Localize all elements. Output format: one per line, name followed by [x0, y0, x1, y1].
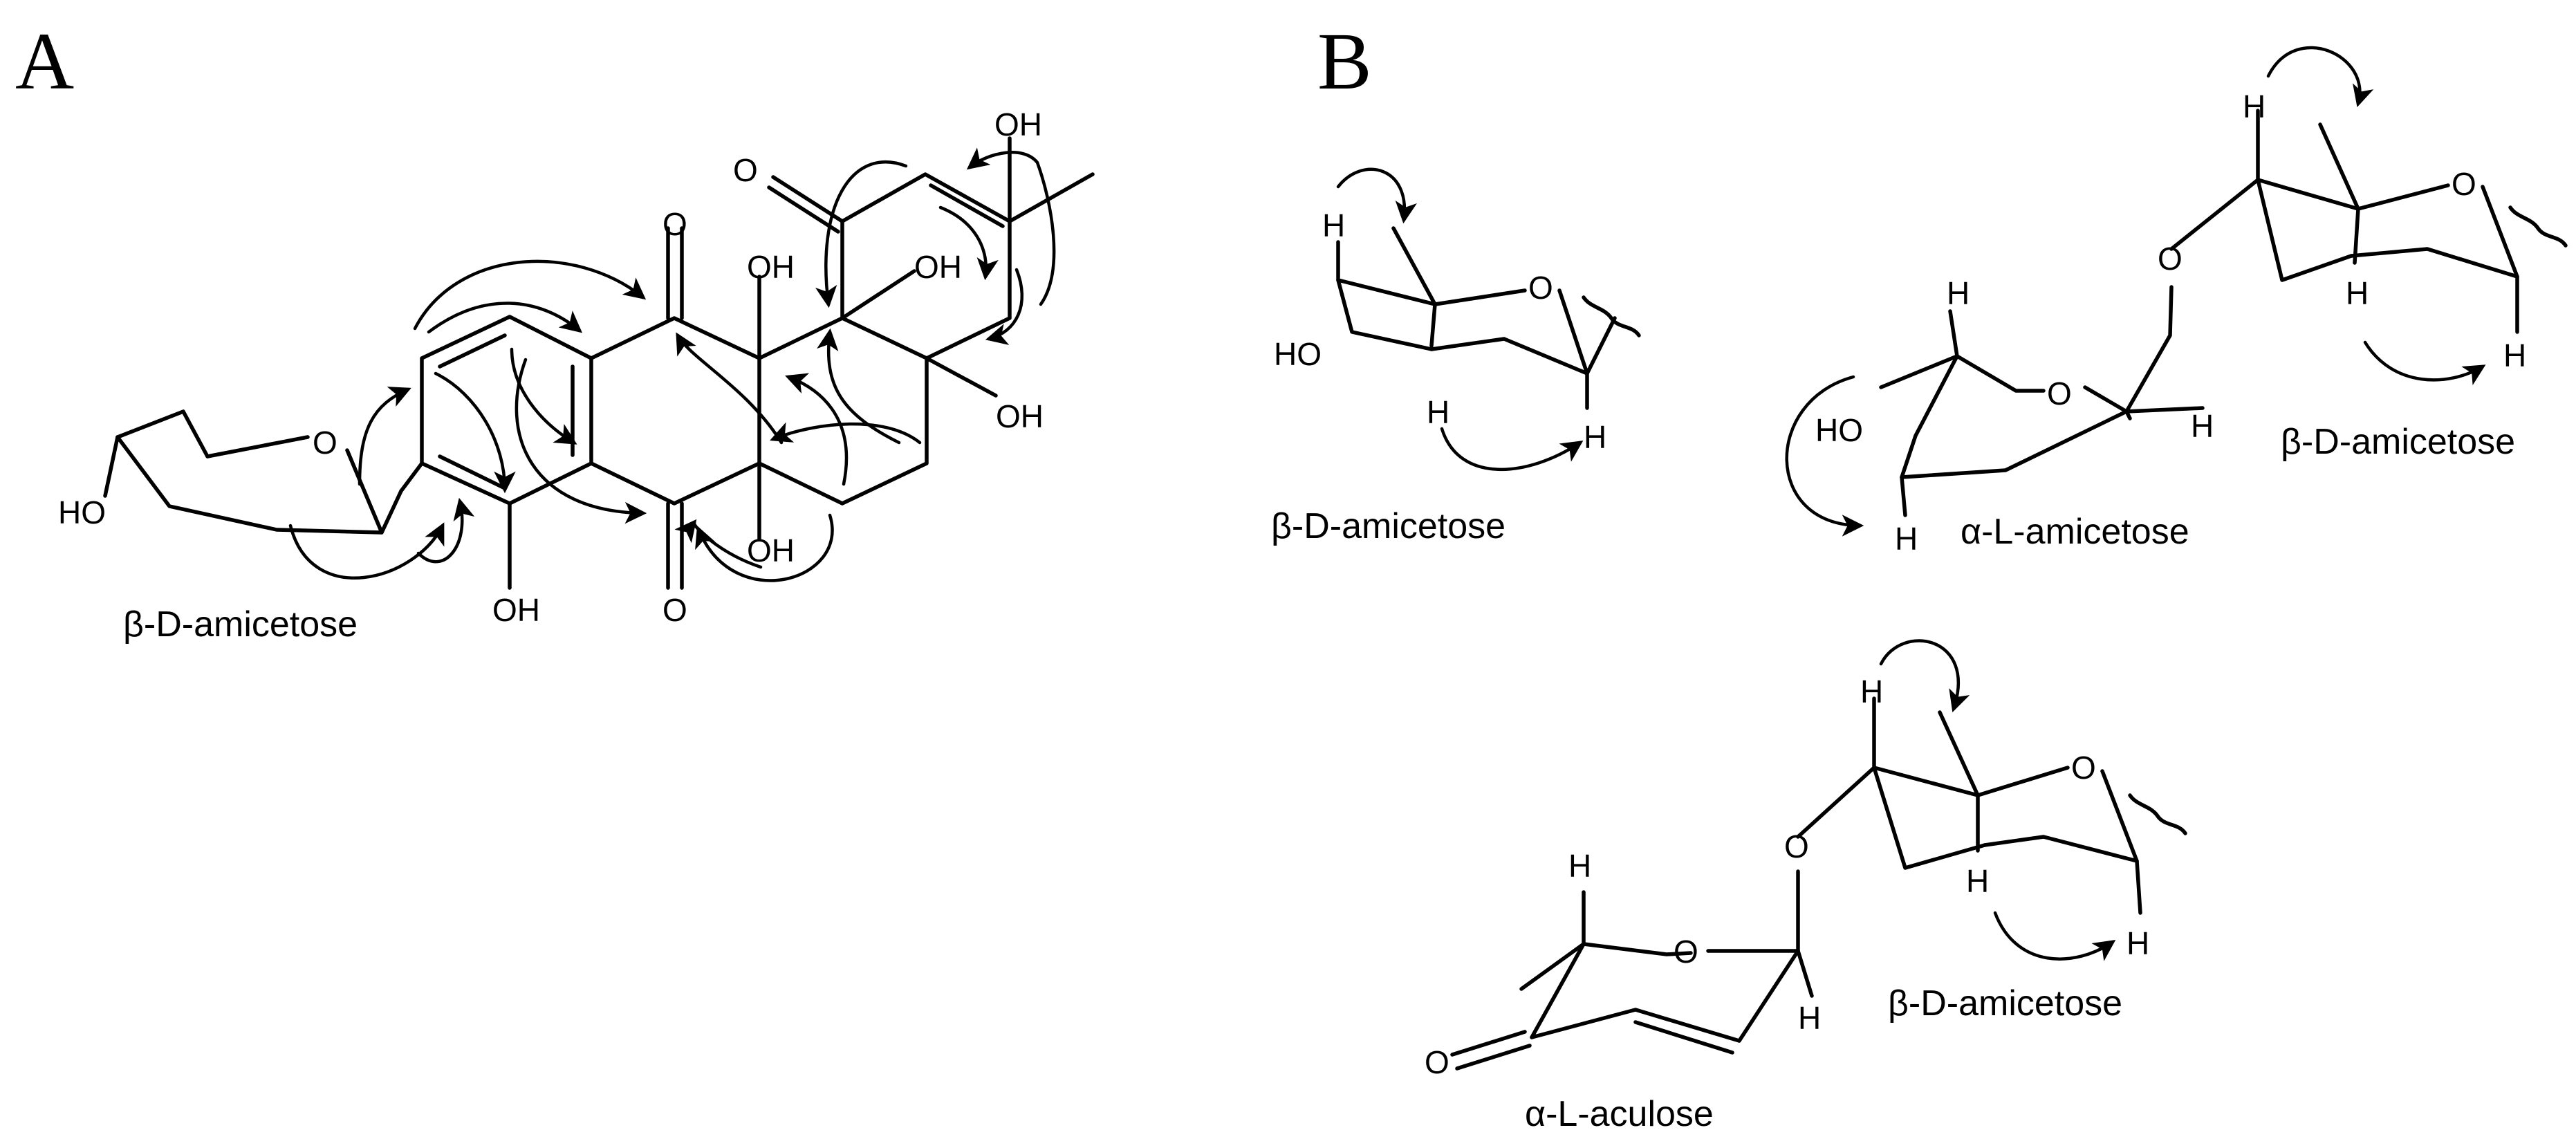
panel-a-ring-o-atom: O — [313, 425, 337, 461]
panel-b2-h-lower: H — [1895, 521, 1918, 557]
panel-b1-structure — [1336, 167, 1641, 472]
panel-b2-sugar1-label: α-L-amicetose — [1961, 512, 2189, 552]
panel-b1-ho: HO — [1274, 336, 1322, 372]
panel-a-structure: HO O OH O O OH OH — [58, 107, 1095, 628]
panel-a-oh-c5: OH — [996, 398, 1044, 434]
panel-b3-ketone-o: O — [1425, 1044, 1449, 1080]
panel-b3-h-right: H — [2126, 925, 2149, 961]
panel-b1-h-right: H — [1584, 419, 1606, 455]
panel-b3-h-aculose: H — [1568, 848, 1591, 884]
panel-a-oh-c4b: OH — [914, 249, 962, 285]
panel-a-ho-atom: HO — [58, 494, 106, 530]
panel-a-quinone-ring — [589, 226, 761, 590]
panel-b1-sugar-label: β-D-amicetose — [1271, 506, 1505, 546]
panel-b2-glycosidic-o: O — [2158, 241, 2183, 277]
panel-a-oh-tertiary: OH — [994, 107, 1042, 142]
panel-label-b: B — [1317, 16, 1372, 107]
panel-a-enone-o: O — [733, 152, 758, 188]
panel-b2-h-mid: H — [2346, 275, 2369, 311]
panel-b3-structure — [1450, 639, 2187, 1071]
panel-b3-ring-o1: O — [1674, 934, 1698, 970]
panel-a-ring-c — [757, 269, 998, 506]
panel-b1-h-top: H — [1322, 207, 1345, 243]
panel-b2-structure — [1785, 46, 2568, 537]
panel-a-aromatic-ring — [399, 315, 593, 590]
panel-b3-ring-o2: O — [2071, 750, 2096, 786]
panel-b3-h-top: H — [1860, 674, 1883, 710]
panel-b3-h-anomeric: H — [1798, 1000, 1821, 1036]
panel-b2-h-anomeric: H — [2191, 408, 2214, 444]
panel-b2-ring-o1: O — [2047, 376, 2072, 411]
panel-b3-sugar1-label: α-L-aculose — [1525, 1094, 1714, 1134]
panel-a-ring-d — [767, 136, 1095, 360]
panel-a-oh-c4a: OH — [747, 249, 795, 285]
panel-b1-ring-o: O — [1528, 270, 1553, 306]
panel-label-a: A — [15, 16, 74, 107]
panel-b3-sugar2-label: β-D-amicetose — [1888, 983, 2122, 1024]
panel-b2-ho: HO — [1815, 412, 1863, 448]
panel-a-oh-c12b: OH — [747, 533, 795, 568]
panel-b3-h-mid: H — [1966, 863, 1989, 899]
panel-a-hmbc-arrows — [288, 147, 1056, 582]
panel-b1-h-bottom: H — [1427, 394, 1449, 430]
panel-a-sugar-ring — [103, 409, 403, 535]
panel-b3-glycosidic-o: O — [1784, 828, 1809, 864]
panel-a-ketone-o-bottom: O — [662, 592, 687, 628]
panel-b2-sugar2-label: β-D-amicetose — [2281, 422, 2515, 462]
panel-a-oh-phenol: OH — [492, 592, 540, 628]
panel-a-sugar-label: β-D-amicetose — [123, 604, 358, 645]
panel-a-ketone-o-top: O — [662, 206, 687, 242]
panel-b2-h-right: H — [2503, 337, 2526, 373]
panel-b2-h-axial: H — [1947, 275, 1970, 311]
panel-b2-ring-o2: O — [2452, 166, 2476, 202]
panel-b2-h-top: H — [2243, 89, 2265, 124]
